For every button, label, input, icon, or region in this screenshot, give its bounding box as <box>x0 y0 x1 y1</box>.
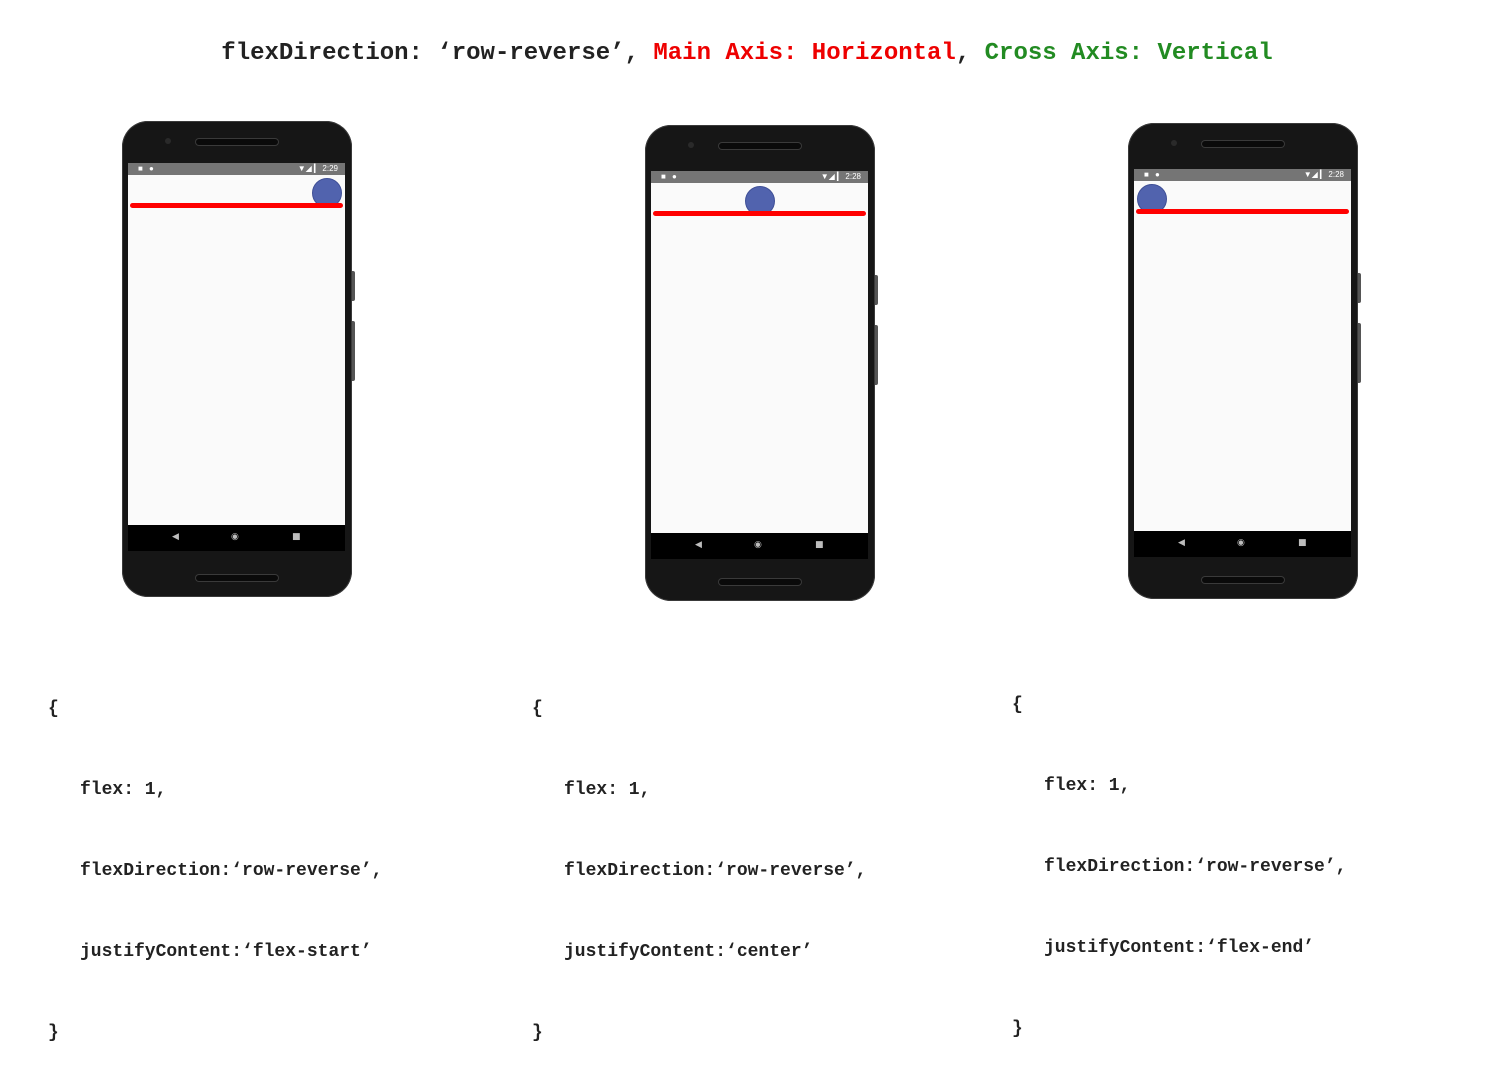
phone-screen: ■ ● ▼◢ ▎ 2:28 ◀ ◉ ■ <box>651 171 868 559</box>
signal-icon: ▼◢ ▎ <box>1303 170 1327 179</box>
recent-apps-icon[interactable]: ■ <box>1298 538 1307 548</box>
code-open-brace: { <box>48 699 59 719</box>
home-icon[interactable]: ◉ <box>231 532 239 542</box>
code-block-flex-end: { flex: 1, flexDirection:‘row-reverse’, … <box>1012 638 1346 1070</box>
title-main-axis: Main Axis: Horizontal <box>653 40 956 67</box>
earpiece-speaker <box>719 143 801 149</box>
phone-screen: ■ ● ▼◢ ▎ 2:29 ◀ ◉ ■ <box>128 163 345 551</box>
status-time: 2:28 <box>1328 170 1344 179</box>
code-justify-content: justifyContent:‘flex-start’ <box>80 942 372 962</box>
earpiece-speaker <box>1202 141 1284 147</box>
red-line <box>653 211 866 216</box>
camera-icon <box>165 138 171 144</box>
code-block-center: { flex: 1, flexDirection:‘row-reverse’, … <box>532 642 866 1074</box>
status-right: ▼◢ ▎ 2:29 <box>298 163 338 175</box>
status-bar: ■ ● ▼◢ ▎ 2:29 <box>128 163 345 175</box>
notification-icons: ■ ● <box>1144 170 1162 179</box>
nav-bar: ◀ ◉ ■ <box>651 533 868 559</box>
bottom-speaker <box>719 579 801 585</box>
recent-apps-icon[interactable]: ■ <box>815 540 824 550</box>
status-right: ▼◢ ▎ 2:28 <box>1304 169 1344 181</box>
code-close-brace: } <box>532 1023 543 1043</box>
nav-bar: ◀ ◉ ■ <box>1134 531 1351 557</box>
back-icon[interactable]: ◀ <box>172 532 179 542</box>
code-open-brace: { <box>532 699 543 719</box>
earpiece-speaker <box>196 139 278 145</box>
recent-apps-icon[interactable]: ■ <box>292 532 301 542</box>
code-justify-content: justifyContent:‘flex-end’ <box>1044 938 1315 958</box>
code-flex-direction: flexDirection:‘row-reverse’, <box>1044 857 1347 877</box>
code-open-brace: { <box>1012 695 1023 715</box>
home-icon[interactable]: ◉ <box>754 540 762 550</box>
title-separator: , <box>955 40 985 67</box>
home-icon[interactable]: ◉ <box>1237 538 1245 548</box>
status-time: 2:29 <box>322 164 338 173</box>
notification-icons: ■ ● <box>138 164 156 173</box>
signal-icon: ▼◢ ▎ <box>820 172 844 181</box>
flex-container <box>1134 181 1351 531</box>
status-right: ▼◢ ▎ 2:28 <box>821 171 861 183</box>
code-flex-direction: flexDirection:‘row-reverse’, <box>80 861 383 881</box>
back-icon[interactable]: ◀ <box>695 540 702 550</box>
camera-icon <box>688 142 694 148</box>
status-bar: ■ ● ▼◢ ▎ 2:28 <box>651 171 868 183</box>
red-line <box>130 203 343 208</box>
notification-icons: ■ ● <box>661 172 679 181</box>
flex-container <box>128 175 345 525</box>
title-cross-axis: Cross Axis: Vertical <box>984 40 1273 67</box>
status-time: 2:28 <box>845 172 861 181</box>
code-flex: flex: 1, <box>80 780 167 800</box>
signal-icon: ▼◢ ▎ <box>297 164 321 173</box>
bottom-speaker <box>1202 577 1284 583</box>
red-line <box>1136 209 1349 214</box>
phone-flex-start: ■ ● ▼◢ ▎ 2:29 ◀ ◉ ■ <box>122 121 355 597</box>
bottom-speaker <box>196 575 278 581</box>
phone-flex-end: ■ ● ▼◢ ▎ 2:28 ◀ ◉ ■ <box>1128 123 1361 599</box>
code-flex-direction: flexDirection:‘row-reverse’, <box>564 861 867 881</box>
code-close-brace: } <box>1012 1019 1023 1039</box>
phone-center: ■ ● ▼◢ ▎ 2:28 ◀ ◉ ■ <box>645 125 878 601</box>
phone-screen: ■ ● ▼◢ ▎ 2:28 ◀ ◉ ■ <box>1134 169 1351 557</box>
code-flex: flex: 1, <box>564 780 651 800</box>
flex-container <box>651 183 868 533</box>
back-icon[interactable]: ◀ <box>1178 538 1185 548</box>
page-title: flexDirection: ‘row-reverse’, Main Axis:… <box>0 40 1494 67</box>
title-flex-direction: flexDirection: ‘row-reverse’, <box>221 40 654 67</box>
status-bar: ■ ● ▼◢ ▎ 2:28 <box>1134 169 1351 181</box>
camera-icon <box>1171 140 1177 146</box>
code-close-brace: } <box>48 1023 59 1043</box>
nav-bar: ◀ ◉ ■ <box>128 525 345 551</box>
code-justify-content: justifyContent:‘center’ <box>564 942 813 962</box>
code-flex: flex: 1, <box>1044 776 1131 796</box>
code-block-flex-start: { flex: 1, flexDirection:‘row-reverse’, … <box>48 642 382 1074</box>
